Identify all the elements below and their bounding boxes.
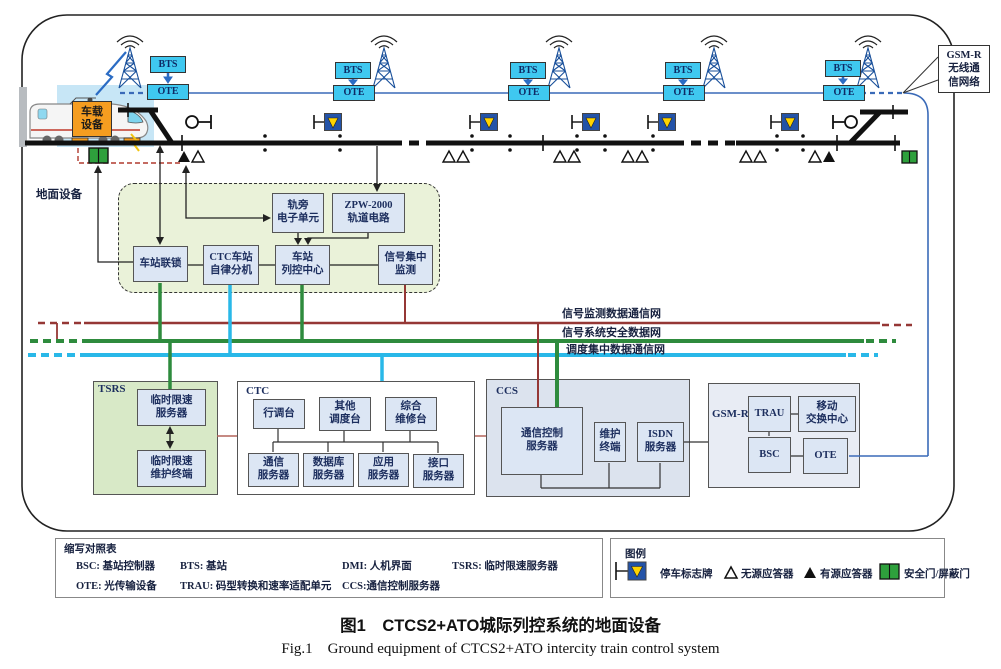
bts-box: BTS [335,62,371,79]
radio-lightning-icon [95,51,127,96]
gsmr-group-label: GSM-R [712,408,749,420]
legend-passive-balise-label: 无源应答器 [741,569,794,580]
ccs-bus [540,463,661,489]
ccs-group-label: CCS [496,385,519,397]
figure-caption-en: Fig.1 Ground equipment of CTCS2+ATO inte… [281,641,720,657]
mobile-switching-center-box: 移动交换中心 [798,396,856,432]
signal-icon [185,115,858,129]
track-line [25,107,908,146]
track-ticks [127,103,896,151]
ote-box: OTE [147,84,189,100]
legend-stop-sign-icon [615,561,647,581]
station-interlocking-box: 车站联锁 [133,246,188,282]
bts-ote-arrow [163,73,849,86]
ground-equipment-label: 地面设备 [36,189,82,201]
abbr-trau: TRAU: 码型转换和速率适配单元 [180,581,332,592]
ctc-bus [272,429,439,453]
abbr-bts: BTS: 基站 [180,561,227,572]
maintenance-console-box: 综合维修台 [385,397,437,431]
comm-control-server-box: 通信控制服务器 [501,407,583,475]
abbreviation-title: 缩写对照表 [64,544,117,555]
ccs-maintenance-terminal-box: 维护终端 [594,422,626,462]
tsrs-server-box: 临时限速服务器 [137,389,206,426]
legend-title: 图例 [625,549,646,560]
safety-door-icon [88,147,918,164]
legend-active-balise-label: 有源应答器 [820,569,873,580]
gsmr-ote-box: OTE [803,438,848,474]
ote-box: OTE [333,85,375,101]
legend-stop-sign-label: 停车标志牌 [660,569,713,580]
gsmr-radio-network-callout: GSM-R 无线通 信网络 [938,45,990,93]
signal-monitoring-box: 信号集中监测 [378,245,433,285]
abbr-tsrs: TSRS: 临时限速服务器 [452,561,558,572]
legend-active-balise-icon [804,567,816,578]
safety-network-label: 信号系统安全数据网 [562,327,661,339]
bsc-box: BSC [748,437,791,473]
gsmr-links [768,413,803,457]
diagram-border [21,14,955,532]
bts-box: BTS [150,56,186,73]
trau-box: TRAU [748,396,791,432]
bts-box: BTS [665,62,701,79]
monitoring-network-label: 信号监测数据通信网 [562,308,661,320]
ote-box: OTE [663,85,705,101]
dispatcher-console-box: 行调台 [253,399,305,429]
dispatch-network-label: 调度集中数据通信网 [566,344,665,356]
tsrs-group-label: TSRS [98,383,126,395]
ote-box: OTE [508,85,550,101]
abbr-dmi: DMI: 人机界面 [342,561,412,572]
abbr-ccs: CCS:通信控制服务器 [342,581,441,592]
balise-telegram-dashed-line [77,148,180,164]
other-consoles-box: 其他调度台 [319,397,371,431]
abbreviation-table [55,538,603,598]
comm-server-box: 通信服务器 [248,453,299,487]
application-server-box: 应用服务器 [358,453,409,487]
ctc-group-label: CTC [246,385,270,397]
network-lines [28,321,912,357]
interface-server-box: 接口服务器 [413,454,464,488]
callout-pointer-lines [902,56,939,94]
onboard-equipment-box: 车载设备 [72,101,112,137]
figure-caption-zh: 图1 CTCS2+ATO城际列控系统的地面设备 [340,617,661,635]
abbr-bsc: BSC: 基站控制器 [76,561,156,572]
network-risers [158,283,559,407]
abbr-ote: OTE: 光传输设备 [76,581,157,592]
database-server-box: 数据库服务器 [303,453,354,487]
ctc-station-unit-box: CTC车站自律分机 [203,245,259,285]
ote-box: OTE [823,85,865,101]
legend-safety-door-label: 安全门/屏蔽门 [904,569,970,580]
bts-box: BTS [510,62,546,79]
tsrs-terminal-box: 临时限速维护终端 [137,450,206,487]
trackside-electronic-unit-box: 轨旁电子单元 [272,193,324,233]
legend-safety-door-icon [879,563,900,580]
train-control-center-box: 车站列控中心 [275,245,330,285]
legend-passive-balise-icon [723,565,739,579]
bts-box: BTS [825,60,861,77]
connector-arrowheads [94,145,381,449]
